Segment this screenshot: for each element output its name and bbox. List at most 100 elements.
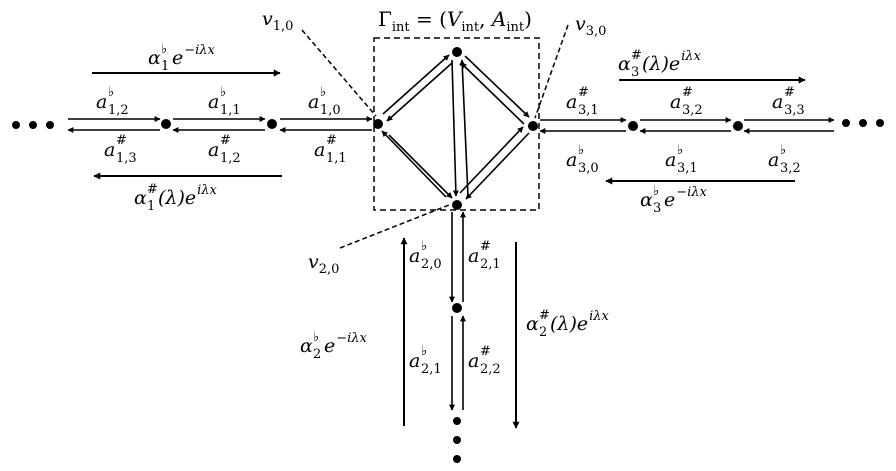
bottom-edges: [449, 211, 466, 411]
wave-label-base: α: [618, 53, 631, 75]
edge-label-base: a: [409, 245, 420, 267]
edge-label-sup: #: [784, 85, 795, 100]
vertex-v30: [528, 121, 538, 131]
ellipses: [12, 119, 884, 463]
edge-label-sub: 3,1: [677, 161, 698, 176]
wave-label-alpha2_in: α♭2 e−iλx: [300, 330, 368, 362]
edge-label-a32: a♭3,2: [768, 143, 801, 176]
vertices: [161, 47, 743, 313]
edge-label-sub: 1,3: [116, 151, 137, 166]
edge-label-sub: 1,1: [220, 103, 241, 118]
edge-label-a31: a♭ 3,1: [665, 143, 698, 176]
vertex-right-1: [628, 121, 638, 131]
edge-label-a12s: a#1,2: [208, 133, 241, 166]
edge-label-a11: a♭ 1,1: [208, 85, 241, 118]
edge-label-base: a: [208, 91, 219, 113]
left-edges: [67, 116, 373, 133]
edge-label-a32s: a#3,2: [670, 85, 703, 118]
edge-label-a11s: a#1,1: [314, 133, 347, 166]
edge-label-base: a: [104, 139, 115, 161]
edge-label-sup: #: [480, 239, 491, 254]
edge-label-a22s: a#2,2: [468, 344, 501, 377]
edge-label-sup: ♭: [780, 143, 786, 158]
edge-label-sub: 1,1: [326, 151, 347, 166]
interior-box: [373, 37, 540, 211]
vertex-bottom-1: [452, 303, 462, 313]
wave-label-sub: 2: [313, 347, 321, 362]
edge-label-sub: 3,3: [784, 103, 805, 118]
edge-label-base: a: [772, 91, 783, 113]
edge-label-sup: #: [326, 133, 337, 148]
wave-arrows: [92, 69, 806, 429]
wave-label-sup: ♭: [161, 42, 167, 57]
edge-label-sub: 2,0: [421, 257, 442, 272]
edge-label-sup: #: [480, 344, 491, 359]
wave-label-base: α: [134, 187, 147, 209]
wave-label-exp: −iλx: [184, 43, 215, 58]
label-v30: v3,0: [575, 13, 606, 39]
vertex-left-2: [267, 119, 277, 129]
edge-label-sub: 1,2: [108, 103, 129, 118]
interior-edges: [381, 54, 530, 200]
wave-label-sup: ♭: [313, 330, 319, 345]
edge-label-sup: ♭: [220, 85, 226, 100]
wave-label-sub: 3: [631, 65, 639, 80]
edge-label-sup: ♭: [578, 143, 584, 158]
wave-label-sub: 3: [653, 201, 661, 216]
vertex-v20: [452, 200, 462, 210]
edge-label-a21: a♭2,1: [409, 344, 442, 377]
edge-label-base: a: [468, 350, 479, 372]
wave-label-exp: iλx: [589, 309, 609, 324]
wave-label-tail: (λ)e: [550, 313, 588, 335]
edge-label-base: a: [96, 91, 107, 113]
edge-label-a13s: a#1,3: [104, 133, 137, 166]
right-edges: [539, 117, 835, 134]
wave-label-exp: iλx: [681, 49, 701, 64]
edge-label-base: a: [768, 149, 779, 171]
edge-label-sup: #: [220, 133, 231, 148]
vertex-right-2: [733, 121, 743, 131]
wave-label-tail: e: [664, 189, 675, 211]
wave-label-tail: e: [172, 47, 183, 69]
wave-label-alpha3_in: α♭3 e−iλx: [640, 184, 708, 216]
edge-label-sup: #: [578, 85, 589, 100]
edge-label-sub: 3,2: [682, 103, 703, 118]
edge-label-a12: a♭1,2: [96, 85, 129, 118]
wave-label-tail: (λ)e: [158, 187, 196, 209]
edge-label-sup: ♭: [421, 239, 427, 254]
edge-label-a20: a♭ 2,0: [409, 239, 442, 272]
label-v20: v2,0: [308, 251, 339, 277]
edge-label-base: a: [566, 91, 577, 113]
edge-label-sub: 2,1: [421, 362, 442, 377]
edge-label-base: a: [670, 91, 681, 113]
edge-label-sub: 1,0: [320, 103, 341, 118]
edge-label-base: a: [665, 149, 676, 171]
edge-label-sup: #: [116, 133, 127, 148]
wave-label-base: α: [300, 335, 313, 357]
wave-label-sup: #: [147, 182, 158, 197]
edge-label-a10: a♭1,0: [308, 85, 341, 118]
edge-label-sub: 2,1: [480, 257, 501, 272]
edge-label-base: a: [308, 91, 319, 113]
edge-label-base: a: [208, 139, 219, 161]
wave-label-base: α: [526, 313, 539, 335]
wave-label-sub: 1: [161, 59, 169, 74]
wave-label-alpha1_in: α♭1 e−iλx: [148, 42, 216, 74]
edge-label-base: a: [409, 350, 420, 372]
vertex-top: [452, 47, 462, 57]
wave-label-sup: ♭: [653, 184, 659, 199]
edge-label-sub: 2,2: [480, 362, 501, 377]
edge-label-base: a: [314, 139, 325, 161]
edge-label-sub: 1,2: [220, 151, 241, 166]
edge-label-sup: ♭: [677, 143, 683, 158]
label-v10: v1,0: [262, 8, 293, 34]
vertex-pointers: [301, 24, 569, 249]
wave-label-sub: 2: [539, 325, 547, 340]
edge-label-a21s: a#2,1: [468, 239, 501, 272]
edge-label-a30: a♭3,0: [566, 143, 599, 176]
vertex-left-1: [161, 119, 171, 129]
